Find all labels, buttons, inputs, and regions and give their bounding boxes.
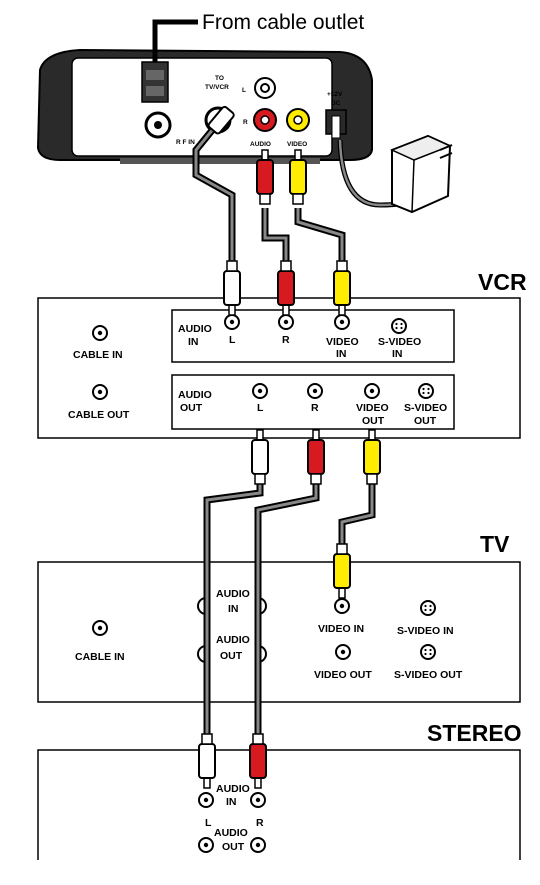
to-tv-vcr-label-1: TO: [215, 75, 224, 82]
vcr-out-r-jack: [307, 383, 323, 399]
vcr-out-svideo-label-2: OUT: [414, 415, 437, 427]
vcr-in-video-label-1: VIDEO: [326, 336, 359, 348]
tv-svideo-in-label: S-VIDEO IN: [397, 625, 454, 637]
vcr-in-svideo-label-2: IN: [392, 348, 403, 360]
tv-audio-in-label-1: AUDIO: [216, 588, 250, 600]
tv-svideo-out-jack: [420, 644, 436, 660]
dc-label-1: +12V: [327, 91, 343, 98]
stereo-in-r-jack: [250, 792, 266, 808]
rf-in-label: R F IN: [176, 139, 195, 146]
vcr-out-r-label: R: [311, 402, 319, 414]
vcr-cable-out-jack: [92, 384, 108, 400]
vcr-in-video-label-2: IN: [336, 348, 347, 360]
vcr-in-audio-label-1: AUDIO: [178, 323, 212, 335]
cable-vcr-to-stereo-red: [249, 429, 325, 789]
vcr-in-video-jack: [334, 314, 350, 330]
tv-audio-out-label-2: OUT: [220, 650, 243, 662]
vcr-in-audio-label-2: IN: [188, 336, 199, 348]
vcr-in-svideo-jack: [391, 318, 407, 334]
vcr-in-svideo-label-1: S-VIDEO: [378, 336, 421, 348]
vcr-cable-in-label: CABLE IN: [73, 349, 123, 361]
vcr-out-l-jack: [252, 383, 268, 399]
cable-box-to-vcr-white: [192, 105, 241, 316]
tv-video-in-jack: [334, 598, 350, 614]
box-video-label: VIDEO: [287, 141, 307, 148]
stereo-panel: [37, 749, 521, 860]
tv-audio-out-label-1: AUDIO: [216, 634, 250, 646]
stereo-in-l-jack: [198, 792, 214, 808]
stereo-l-label: L: [205, 817, 212, 829]
vcr-in-l-jack: [224, 314, 240, 330]
to-tv-vcr-label-2: TV/VCR: [205, 84, 229, 91]
stereo-audio-in-label-1: AUDIO: [216, 783, 250, 795]
vcr-cable-out-label: CABLE OUT: [68, 409, 130, 421]
cable-box-to-vcr-red: [256, 149, 295, 316]
vcr-cable-in-jack: [92, 325, 108, 341]
converter-box: [36, 48, 373, 164]
box-audio-label: AUDIO: [250, 141, 271, 148]
tv-svideo-out-label: S-VIDEO OUT: [394, 669, 463, 681]
rf-in-jack: [144, 111, 172, 139]
box-audio-l-jack: [254, 77, 276, 99]
vcr-input-group: [171, 309, 455, 363]
cable-vcr-to-tv-yellow: [333, 429, 381, 599]
stereo-audio-in-label-2: IN: [226, 796, 237, 808]
stereo-title: STEREO: [427, 720, 522, 746]
stereo-r-label: R: [256, 817, 264, 829]
vcr-title: VCR: [478, 269, 527, 295]
stereo-audio-out-label-2: OUT: [222, 841, 245, 853]
cable-outlet-wire: [141, 19, 198, 103]
vcr-out-l-label: L: [257, 402, 264, 414]
dc-label-2: DC: [331, 100, 341, 107]
tv-cable-in-jack: [92, 620, 108, 636]
box-video-jack: [286, 108, 310, 132]
from-cable-outlet-label: From cable outlet: [202, 11, 364, 34]
box-audio-r-jack: [253, 108, 277, 132]
vcr-out-audio-label-2: OUT: [180, 402, 203, 414]
stereo-out-l-jack: [198, 837, 214, 853]
vcr-out-video-label-1: VIDEO: [356, 402, 389, 414]
cable-vcr-to-stereo-white: [198, 429, 269, 789]
tv-video-out-jack: [335, 644, 351, 660]
vcr-out-video-jack: [364, 383, 380, 399]
vcr-out-svideo-jack: [418, 383, 434, 399]
vcr-out-svideo-label-1: S-VIDEO: [404, 402, 447, 414]
tv-cable-in-label: CABLE IN: [75, 651, 125, 663]
vcr-out-video-label-2: OUT: [362, 415, 385, 427]
vcr-out-audio-label-1: AUDIO: [178, 389, 212, 401]
tv-video-out-label: VIDEO OUT: [314, 669, 372, 681]
stereo-audio-out-label-1: AUDIO: [214, 827, 248, 839]
tv-svideo-in-jack: [420, 600, 436, 616]
power-adapter: [337, 134, 453, 214]
cable-box-to-vcr-yellow: [289, 149, 351, 316]
vcr-in-l-label: L: [229, 334, 236, 346]
tv-title: TV: [480, 531, 510, 557]
box-r-label: R: [243, 119, 248, 126]
box-l-label: L: [242, 87, 246, 94]
tv-video-in-label: VIDEO IN: [318, 623, 364, 635]
tv-audio-in-label-2: IN: [228, 603, 239, 615]
tv-panel: [37, 561, 521, 703]
vcr-in-r-label: R: [282, 334, 290, 346]
vcr-in-r-jack: [278, 314, 294, 330]
stereo-out-r-jack: [250, 837, 266, 853]
